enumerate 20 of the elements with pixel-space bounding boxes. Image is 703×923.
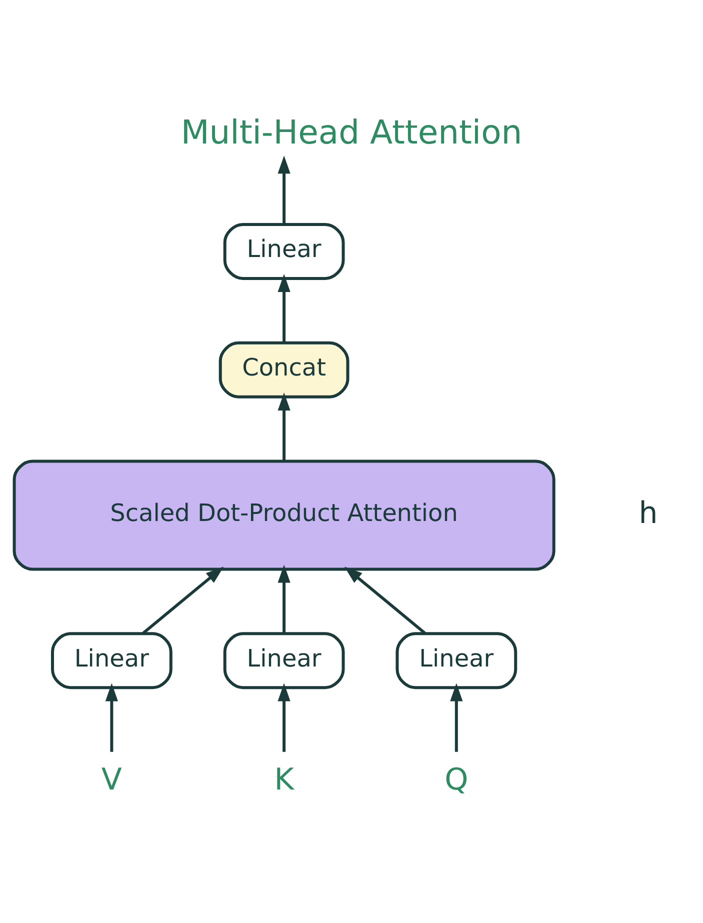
arrow	[278, 564, 290, 634]
arrow	[278, 683, 290, 752]
node-box: Linear	[51, 632, 172, 690]
node-text: Q	[444, 762, 468, 798]
arrow	[105, 683, 118, 752]
diagram-title: Multi-Head Attention	[180, 112, 522, 152]
node-box: Linear	[396, 632, 518, 690]
node-box: Scaled Dot-Product Attention	[12, 460, 556, 571]
label: h	[638, 496, 658, 531]
node-box: Linear	[223, 222, 345, 280]
node-box: Concat	[218, 341, 350, 398]
arrow	[344, 566, 426, 634]
arrow	[450, 683, 463, 752]
node-text: K	[274, 762, 294, 798]
arrow	[142, 566, 224, 634]
node-text: V	[101, 762, 122, 798]
arrow	[278, 156, 290, 224]
arrow	[278, 274, 290, 343]
node-box: Linear	[223, 632, 345, 690]
arrow	[278, 392, 290, 462]
